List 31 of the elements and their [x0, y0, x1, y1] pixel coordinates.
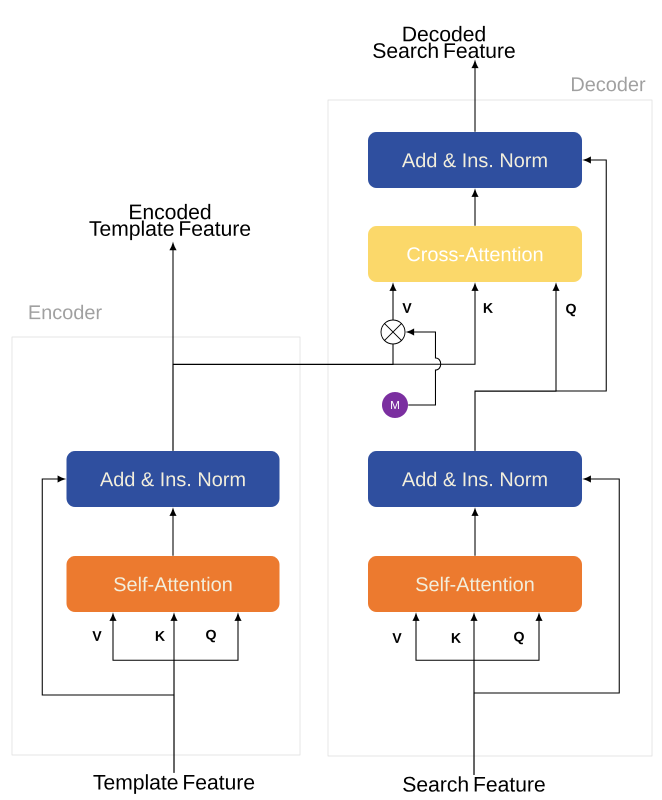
arrow [42, 476, 175, 773]
norm-box: Add & Ins. Norm [368, 132, 582, 188]
edge-label: K [450, 632, 462, 644]
edge-label: Q [564, 302, 578, 318]
arrow [474, 156, 607, 451]
node-label: Encoder [30, 304, 102, 320]
arrow [406, 328, 442, 406]
attention-box: Self-Attention [66, 556, 280, 612]
norm-box: Add & Ins. Norm [66, 451, 280, 507]
output-label: Encoded Template Feature [89, 204, 250, 240]
edge-label: Q [512, 630, 526, 646]
arrow [472, 60, 478, 132]
node-label: Decoder [572, 76, 646, 92]
attention-box: Self-Attention [368, 556, 582, 612]
edge-label: V [91, 630, 103, 642]
edge-label: V [391, 632, 403, 644]
multiply-symbol [380, 320, 406, 344]
input-label: Search Feature [403, 776, 545, 792]
attention-box: Cross-Attention [368, 226, 582, 282]
arrow [390, 284, 396, 320]
arrow [473, 476, 620, 775]
norm-box: Add & Ins. Norm [368, 451, 582, 507]
edge-label: V [401, 302, 413, 314]
arrow [170, 508, 176, 556]
arrow [472, 190, 478, 226]
edge-label: K [482, 302, 494, 314]
input-label: Template Feature [93, 774, 254, 794]
edge-label: Q [204, 628, 218, 644]
edge-label: K [154, 630, 166, 642]
output-label: Decoded Search Feature [373, 26, 515, 58]
arrow [472, 508, 478, 556]
